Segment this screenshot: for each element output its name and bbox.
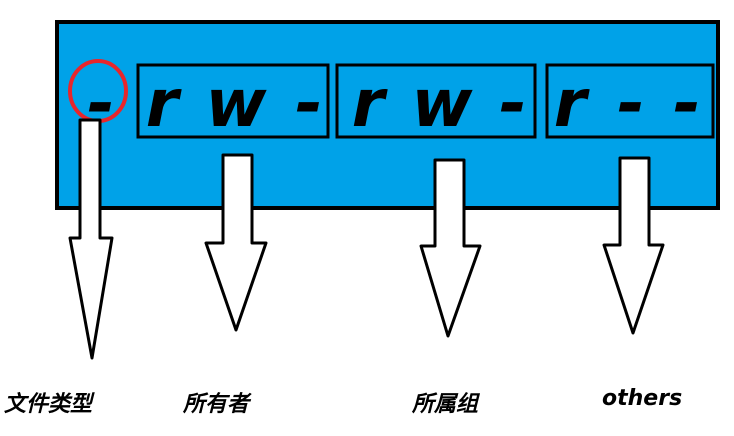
arrow-group	[419, 158, 482, 338]
group-char-write: w	[412, 65, 474, 142]
arrow-others	[602, 156, 665, 335]
others-char-read: r	[554, 65, 590, 142]
arrow-file-type	[68, 118, 114, 360]
label-group: 所属组	[412, 392, 479, 417]
label-file-type: 文件类型	[4, 392, 93, 417]
others-char-write: -	[617, 65, 644, 142]
others-char-exec: -	[673, 65, 700, 142]
label-owner: 所有者	[183, 392, 250, 417]
owner-char-exec: -	[295, 65, 322, 142]
arrow-owner	[204, 153, 268, 332]
group-box	[335, 63, 537, 139]
group-char-read: r	[352, 65, 388, 142]
label-others: others	[602, 386, 683, 411]
others-box	[545, 63, 715, 139]
group-char-exec: -	[499, 65, 526, 142]
owner-box	[136, 63, 330, 139]
owner-char-write: w	[206, 65, 268, 142]
owner-char-read: r	[146, 65, 182, 142]
permission-panel	[55, 20, 720, 210]
